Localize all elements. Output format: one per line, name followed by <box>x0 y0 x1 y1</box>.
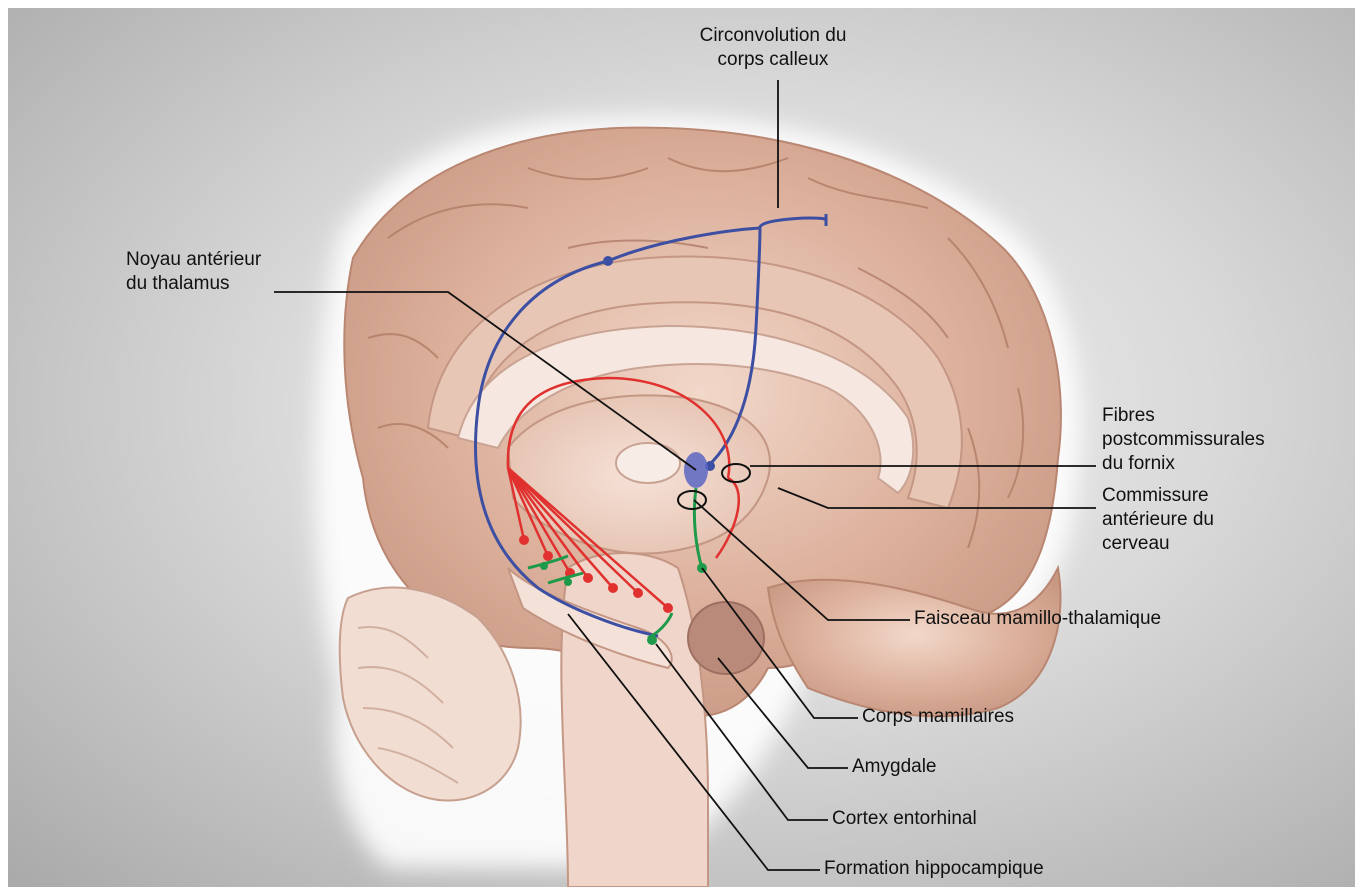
illustration-canvas: Circonvolution du corps calleux Noyau an… <box>8 8 1355 887</box>
label-circonvolution-du-corps-calleux: Circonvolution du corps calleux <box>673 24 873 72</box>
label-fibres-postcommissurales-du-fornix: Fibres postcommissurales du fornix <box>1102 404 1265 476</box>
amygdala-shape <box>688 602 764 674</box>
label-formation-hippocampique: Formation hippocampique <box>824 857 1044 881</box>
label-amygdale: Amygdale <box>852 755 937 779</box>
brainstem <box>561 553 708 887</box>
interthalamic-adhesion <box>616 443 680 483</box>
label-faisceau-mamillo-thalamique: Faisceau mamillo-thalamique <box>914 607 1161 631</box>
label-commissure-anterieure-du-cerveau: Commissure antérieure du cerveau <box>1102 484 1214 556</box>
label-corps-mamillaires: Corps mamillaires <box>862 705 1014 729</box>
label-noyau-anterieur-du-thalamus: Noyau antérieur du thalamus <box>126 248 261 296</box>
blue-node-cingulate <box>603 256 613 266</box>
label-cortex-entorhinal: Cortex entorhinal <box>832 807 977 831</box>
